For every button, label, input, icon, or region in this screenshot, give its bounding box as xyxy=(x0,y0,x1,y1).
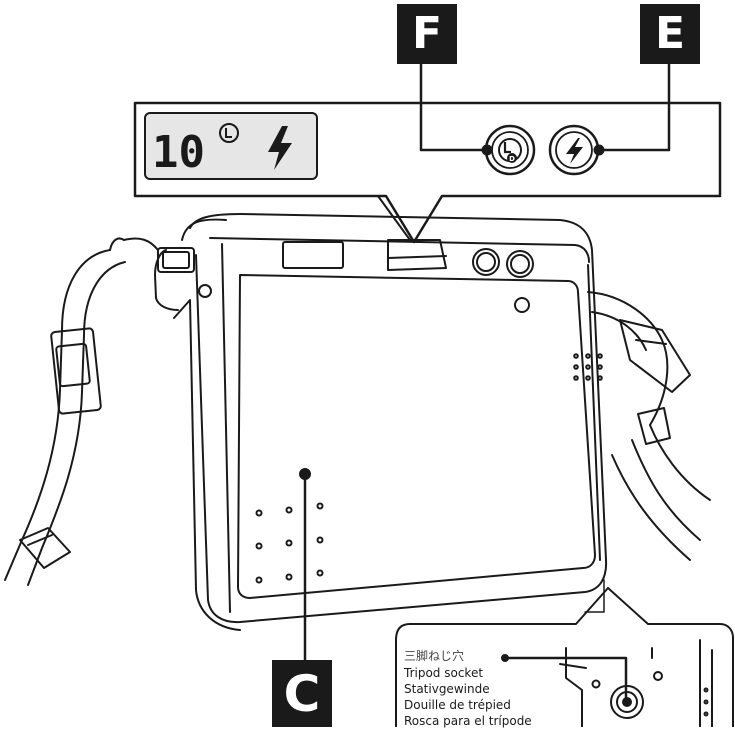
left-strap xyxy=(4,237,159,586)
flash-bolt-icon xyxy=(268,126,292,170)
camera-body xyxy=(154,213,608,631)
flash-bolt-icon xyxy=(566,138,583,164)
leader-line-c xyxy=(299,468,311,662)
right-strap xyxy=(587,291,711,561)
svg-text:D: D xyxy=(509,155,515,163)
top-callout-box xyxy=(133,101,722,244)
callout-label-c: C xyxy=(272,660,332,727)
tripod-socket-label-es: Rosca para el trípode xyxy=(404,714,532,728)
callout-label-f: F xyxy=(397,4,457,64)
tripod-socket-label-ja: 三脚ねじ穴 xyxy=(404,649,465,663)
lighten-darken-icon xyxy=(219,123,239,143)
tripod-socket-label-de: Stativgewinde xyxy=(404,682,490,696)
leader-line-e xyxy=(593,62,671,156)
lighten-darken-button[interactable] xyxy=(484,124,536,176)
lcd-counter-display: 10 xyxy=(152,127,205,178)
lighten-darken-icon: D xyxy=(498,138,522,163)
tripod-socket-label-en: Tripod socket xyxy=(404,666,484,680)
lcd-counter: 10 xyxy=(152,127,205,178)
leader-line-f xyxy=(419,62,493,156)
flash-button[interactable] xyxy=(548,124,600,176)
tripod-callout-box xyxy=(395,579,734,728)
callout-label-e: E xyxy=(640,4,700,64)
lcd-panel xyxy=(144,112,318,180)
tripod-socket-label-fr: Douille de trépied xyxy=(404,698,511,712)
